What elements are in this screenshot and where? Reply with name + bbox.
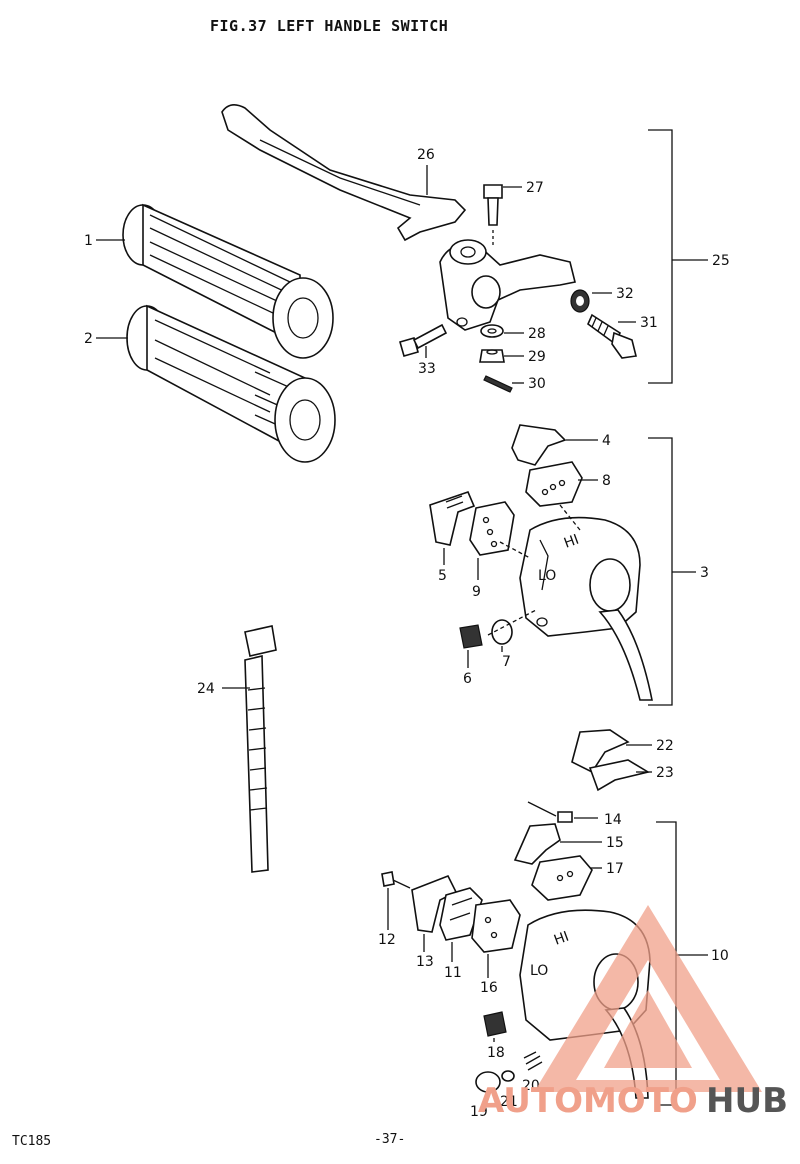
watermark-text-left: AUTOMOTO xyxy=(478,1081,698,1121)
callout-2: 2 xyxy=(84,331,93,347)
callout-4: 4 xyxy=(602,433,611,449)
callout-13: 13 xyxy=(416,954,434,970)
callout-16: 16 xyxy=(480,980,498,996)
callout-1: 1 xyxy=(84,233,93,249)
callout-23: 23 xyxy=(656,765,674,781)
svg-text:HI: HI xyxy=(562,532,581,552)
adjuster-32 xyxy=(570,289,590,313)
bolt-33 xyxy=(399,323,448,357)
switch-cover-23 xyxy=(588,759,651,792)
switch-knob-13 xyxy=(411,874,458,933)
callout-14: 14 xyxy=(604,812,622,828)
pin-30 xyxy=(483,375,513,393)
callout-26: 26 xyxy=(417,147,435,163)
callout-10: 10 xyxy=(711,948,729,964)
switch-plate-16 xyxy=(471,899,521,953)
screw-12 xyxy=(381,871,411,889)
page-number: -37- xyxy=(374,1132,405,1147)
spring-20 xyxy=(523,1051,543,1071)
callout-3: 3 xyxy=(700,565,709,581)
strap-24 xyxy=(244,625,277,873)
callout-28: 28 xyxy=(528,326,546,342)
button-18 xyxy=(483,1011,507,1037)
callout-22: 22 xyxy=(656,738,674,754)
callout-9: 9 xyxy=(472,584,481,600)
adjuster-bolt-31 xyxy=(587,313,637,359)
callout-24: 24 xyxy=(197,681,215,697)
switch-plate-17 xyxy=(531,855,593,901)
switch-plate-8 xyxy=(525,461,583,507)
callout-17: 17 xyxy=(606,861,624,877)
lever-bracket xyxy=(439,239,576,331)
watermark: AUTOMOTO HUB xyxy=(478,905,788,1121)
callout-15: 15 xyxy=(606,835,624,851)
callout-7: 7 xyxy=(502,654,511,670)
callout-25: 25 xyxy=(712,253,730,269)
callout-5: 5 xyxy=(438,568,447,584)
svg-text:LO: LO xyxy=(538,568,556,584)
callout-29: 29 xyxy=(528,349,546,365)
callout-31: 31 xyxy=(640,315,658,331)
switch-cover-11 xyxy=(439,887,483,941)
figure-title: FIG.37 LEFT HANDLE SWITCH xyxy=(210,17,448,35)
callout-19: 19 xyxy=(470,1104,488,1120)
clutch-lever-26 xyxy=(221,104,467,242)
bulb-19 xyxy=(475,1071,501,1093)
watermark-text-right: HUB xyxy=(706,1081,788,1121)
switch-knob-22 xyxy=(571,729,630,774)
callout-12: 12 xyxy=(378,932,396,948)
bolt-27 xyxy=(483,184,503,246)
callout-21: 21 xyxy=(500,1094,518,1110)
leader-dash xyxy=(487,609,537,636)
screw-14 xyxy=(527,801,573,823)
svg-text:HI: HI xyxy=(552,929,571,949)
washer-28 xyxy=(480,324,504,338)
switch-knob-4 xyxy=(511,424,567,466)
callout-11: 11 xyxy=(444,965,462,981)
switch-knob-5 xyxy=(429,491,476,546)
callout-18: 18 xyxy=(487,1045,505,1061)
switch-knob-15 xyxy=(513,823,561,865)
button-6 xyxy=(459,624,483,649)
callout-8: 8 xyxy=(602,473,611,489)
callout-32: 32 xyxy=(616,286,634,302)
callout-6: 6 xyxy=(463,671,472,687)
model-code: TC185 xyxy=(12,1134,51,1149)
switch-housing-3: HI LO xyxy=(519,516,653,701)
spring-7 xyxy=(491,619,513,645)
svg-text:LO: LO xyxy=(530,963,548,979)
nut-29 xyxy=(479,349,505,363)
leader-lines xyxy=(96,129,708,1106)
leader-dash xyxy=(559,504,581,531)
callout-30: 30 xyxy=(528,376,546,392)
switch-plate-9 xyxy=(469,501,515,556)
leader-dash xyxy=(499,541,531,559)
callout-33: 33 xyxy=(418,361,436,377)
grip-1 xyxy=(122,203,334,359)
callout-27: 27 xyxy=(526,180,544,196)
socket-21 xyxy=(501,1070,515,1082)
